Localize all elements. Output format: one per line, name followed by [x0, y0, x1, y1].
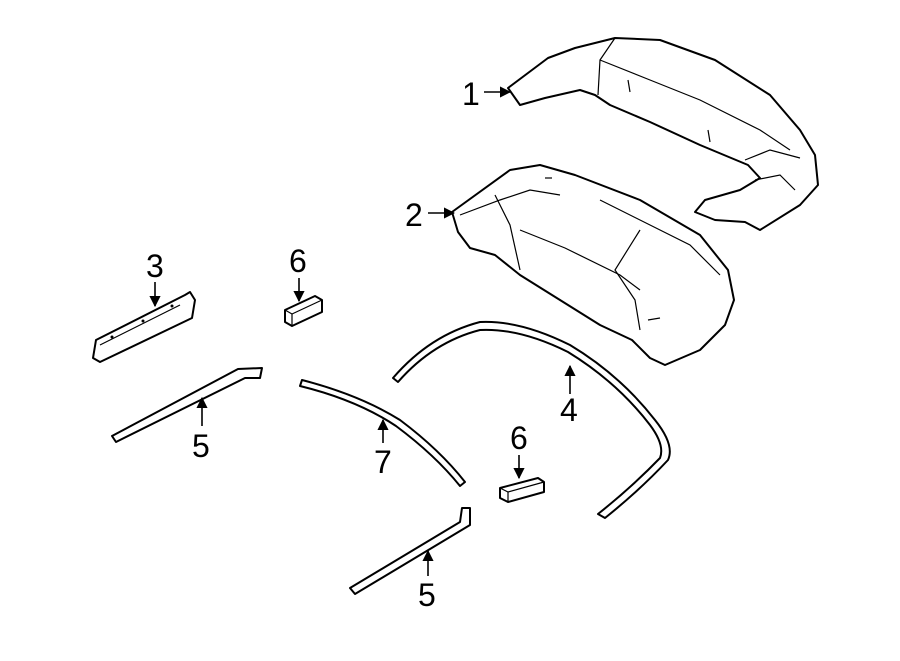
callout-5b: 5 [418, 577, 436, 613]
callout-1: 1 [462, 76, 480, 112]
part-5-molding-lower [349, 507, 471, 595]
part-1-boot-cover [507, 37, 819, 231]
part-4-seal [392, 320, 671, 519]
callout-6a: 6 [289, 243, 307, 279]
part-6-clip-upper [284, 295, 323, 327]
part-2-tray [451, 164, 735, 366]
part-3-bracket [92, 291, 196, 363]
callout-5a: 5 [192, 428, 210, 464]
part-6-clip-lower [499, 477, 545, 503]
callout-7: 7 [374, 444, 392, 480]
callout-4: 4 [560, 392, 578, 428]
part-5-molding-upper [111, 367, 263, 443]
part-7-trim-strip [299, 379, 466, 487]
callout-3: 3 [146, 248, 164, 284]
callout-6b: 6 [510, 420, 528, 456]
callout-2: 2 [405, 197, 423, 233]
